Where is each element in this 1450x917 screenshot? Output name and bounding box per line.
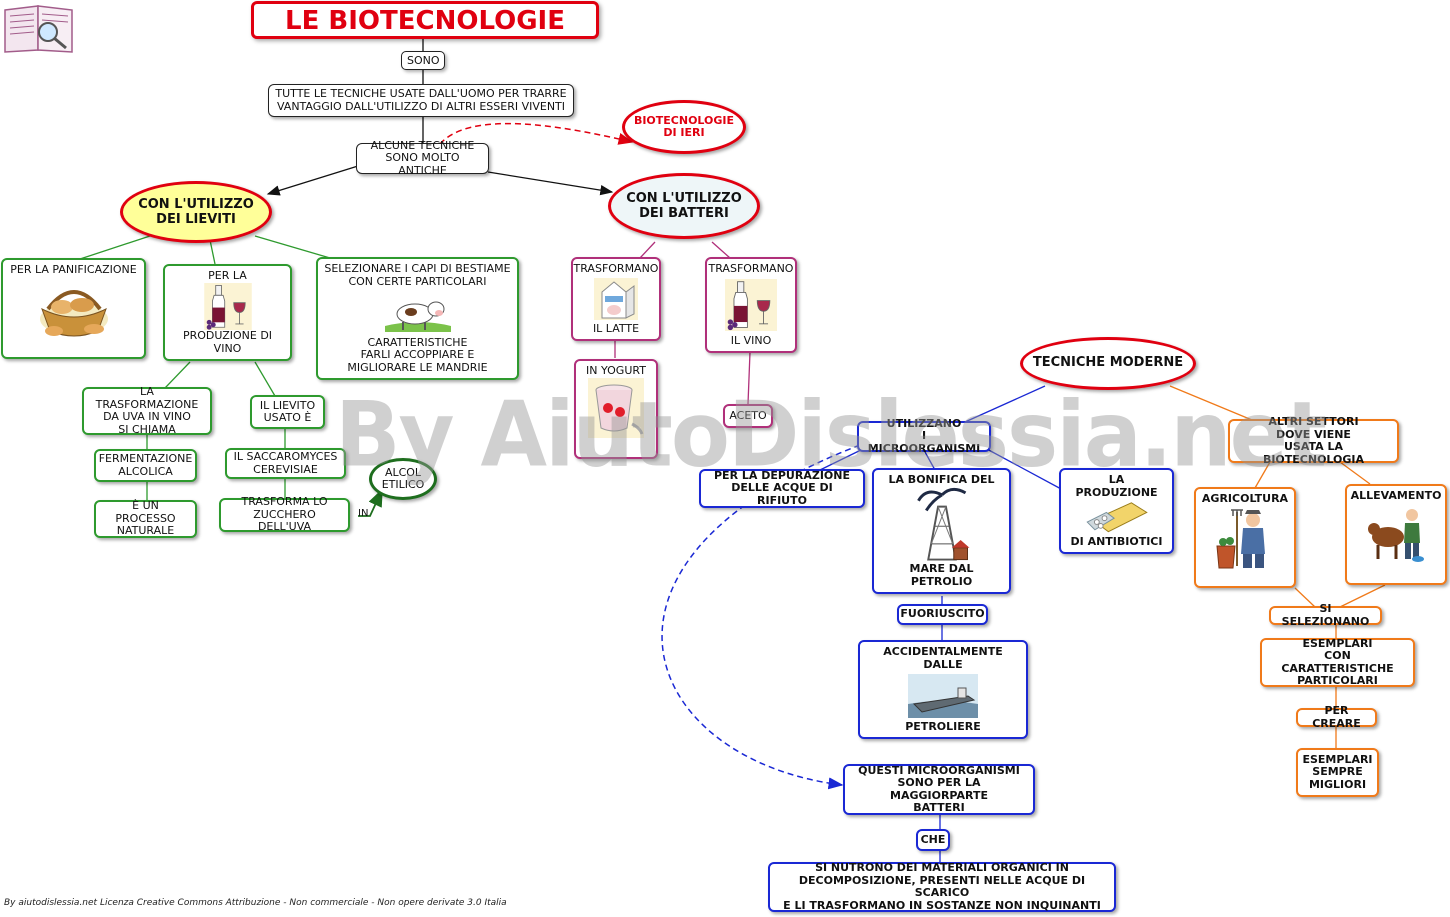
batteri-node: CON L'UTILIZZO DEI BATTERI: [608, 173, 760, 239]
bonifica-label-top: LA BONIFICA DEL: [888, 473, 995, 486]
fermentazione-node: FERMENTAZIONE ALCOLICA: [94, 449, 197, 482]
nutrono-node: SI NUTRONO DEI MATERIALI ORGANICI IN DEC…: [768, 861, 1116, 912]
per-creare-node: PER CREARE: [1296, 704, 1377, 729]
vino-node: PER LA PRODUZIONE DI VINO: [163, 264, 292, 361]
panificazione-label: PER LA PANIFICAZIONE: [10, 263, 137, 276]
fuoriuscito-node: FUORIUSCITO: [897, 604, 988, 625]
saccaromyces-node: IL SACCAROMYCES CEREVISIAE: [225, 448, 346, 479]
vino-label-top: PER LA: [208, 269, 247, 282]
batteri-microrganismi-node: QUESTI MICROORGANISMI SONO PER LA MAGGIO…: [843, 764, 1035, 815]
agricoltura-node: AGRICOLTURA: [1194, 487, 1296, 588]
bestiame-node: SELEZIONARE I CAPI DI BESTIAME CON CERTE…: [316, 257, 519, 380]
petroliere-label-bottom: PETROLIERE: [905, 719, 981, 733]
vino2-node: TRASFORMANO IL VINO: [705, 257, 797, 353]
panificazione-node: PER LA PANIFICAZIONE: [1, 258, 146, 359]
milk-carton-icon: [594, 278, 638, 320]
alcol-etilico-node: ALCOL ETILICO: [369, 458, 437, 500]
yogurt-node: IN YOGURT: [574, 359, 658, 459]
bonifica-node: LA BONIFICA DEL MARE DAL PETROLIO: [872, 468, 1011, 594]
trasformazione-node: LA TRASFORMAZIONE DA UVA IN VINO SI CHIA…: [82, 385, 212, 435]
antibiotici-node: LA PRODUZIONE DI ANTIBIOTICI: [1059, 468, 1174, 554]
vino2-label-top: TRASFORMANO: [708, 262, 794, 275]
farmer-icon: [1216, 508, 1265, 568]
yogurt-icon: [588, 377, 644, 438]
yogurt-label: IN YOGURT: [586, 364, 646, 377]
selezionano-node: SI SELEZIONANO: [1269, 602, 1382, 627]
processo-naturale-node: È UN PROCESSO NATURALE: [94, 500, 197, 538]
petroliere-label-top: ACCIDENTALMENTE DALLE: [883, 645, 1003, 671]
page-title: LE BIOTECNOLOGIE: [251, 1, 599, 39]
biotecnologie-ieri-node: BIOTECNOLOGIE DI IERI: [622, 100, 746, 154]
latte-node: TRASFORMANO IL LATTE: [571, 257, 661, 341]
petroliere-node: ACCIDENTALMENTE DALLE PETROLIERE: [858, 640, 1028, 739]
altri-settori-node: ALTRI SETTORI DOVE VIENE USATA LA BIOTEC…: [1228, 415, 1399, 465]
esemplari-node: ESEMPLARI CON CARATTERISTICHE PARTICOLAR…: [1260, 637, 1415, 687]
microrganismi-node: UTILIZZANO I MICROORGANISMI: [857, 417, 991, 455]
bread-basket-icon: [39, 289, 108, 336]
trasforma-zucchero-node: TRASFORMA LO ZUCCHERO DELL'UVA: [219, 496, 350, 533]
antibiotici-label-top: LA PRODUZIONE: [1075, 473, 1158, 499]
sono-label: SONO: [401, 51, 445, 70]
aceto-node: ACETO: [723, 404, 773, 428]
book-logo-icon: [2, 2, 76, 54]
depurazione-node: PER LA DEPURAZIONE DELLE ACQUE DI RIFIUT…: [699, 469, 865, 508]
tecniche-moderne-node: TECNICHE MODERNE: [1020, 337, 1196, 390]
ancient-techniques-node: ALCUNE TECNICHE SONO MOLTO ANTICHE: [356, 139, 489, 177]
bestiame-label-top: SELEZIONARE I CAPI DI BESTIAME CON CERTE…: [324, 262, 511, 288]
antibiotici-label-bottom: DI ANTIBIOTICI: [1070, 534, 1163, 548]
che-node: CHE: [916, 829, 950, 851]
bestiame-label-bottom: CARATTERISTICHE FARLI ACCOPPIARE E MIGLI…: [347, 335, 488, 374]
definition-node: TUTTE LE TECNICHE USATE DALL'UOMO PER TR…: [268, 84, 574, 117]
wine-bottle-icon: [203, 282, 252, 330]
agricoltura-label: AGRICOLTURA: [1201, 492, 1289, 505]
oil-rig-icon: [916, 487, 969, 561]
license-footer: By aiutodislessia.net Licenza Creative C…: [4, 898, 507, 908]
latte-label-bottom: IL LATTE: [592, 321, 640, 335]
latte-label-top: TRASFORMANO: [573, 262, 659, 275]
allevamento-label: ALLEVAMENTO: [1350, 489, 1442, 502]
esemplari-migliori-node: ESEMPLARI SEMPRE MIGLIORI: [1296, 748, 1379, 797]
in-label: IN: [358, 508, 369, 519]
cow-icon: [384, 301, 451, 333]
lievito-usato-node: IL LIEVITO USATO È: [250, 395, 325, 429]
antibiotic-pills-icon: [1085, 502, 1148, 533]
vino2-label-bottom: IL VINO: [730, 333, 772, 347]
vino-label-bottom: PRODUZIONE DI VINO: [182, 329, 273, 355]
oil-tanker-icon: [908, 673, 978, 718]
lieviti-node: CON L'UTILIZZO DEI LIEVITI: [120, 181, 272, 243]
bonifica-label-bottom: MARE DAL PETROLIO: [909, 562, 974, 588]
wine-bottle-icon: [725, 279, 777, 331]
allevamento-node: ALLEVAMENTO: [1345, 484, 1447, 585]
livestock-farmer-icon: [1368, 508, 1424, 562]
